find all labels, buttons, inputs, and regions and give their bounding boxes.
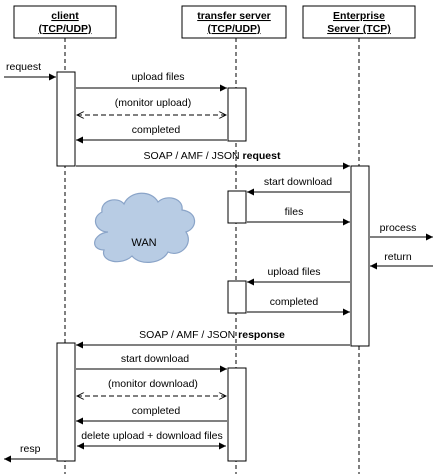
delete-files-label: delete upload + download files — [81, 430, 223, 442]
transfer-server-header-box — [181, 5, 287, 39]
client-protocol: (TCP/UDP) — [38, 23, 91, 35]
message-return: return — [370, 251, 433, 270]
message-start-download-2: start download — [76, 353, 227, 373]
files-label: files — [285, 206, 304, 218]
participant-transfer-server: transfer server (TCP/UDP) — [181, 5, 287, 39]
transfer-server-title: transfer server — [197, 10, 271, 22]
transfer-activation-2 — [227, 190, 247, 224]
completed-1-label: completed — [132, 124, 181, 136]
completed-3-label: completed — [132, 405, 181, 417]
message-start-download-1: start download — [247, 176, 350, 196]
participant-client: client (TCP/UDP) — [13, 5, 117, 39]
message-upload-files: upload files — [76, 71, 227, 92]
transfer-activation-1 — [227, 87, 247, 142]
message-files: files — [247, 206, 350, 226]
transfer-server-protocol: (TCP/UDP) — [207, 23, 260, 35]
enterprise-server-protocol: Server (TCP) — [327, 23, 391, 35]
message-monitor-upload: (monitor upload) — [77, 97, 226, 115]
soap-request-keyword: request — [243, 150, 281, 162]
monitor-download-label: (monitor download) — [108, 378, 198, 390]
participant-enterprise-server: Enterprise Server (TCP) — [302, 5, 416, 39]
soap-request-prefix: SOAP / AMF / JSON — [144, 150, 243, 162]
message-request: request — [4, 61, 56, 81]
monitor-upload-label: (monitor upload) — [115, 97, 191, 109]
client-activation-2 — [56, 342, 76, 462]
message-upload-files-2: upload files — [247, 266, 350, 286]
upload-files-label: upload files — [131, 71, 184, 83]
message-soap-request: SOAP / AMF / JSON request — [76, 150, 350, 170]
request-label: request — [6, 61, 41, 73]
client-title: client — [51, 10, 79, 22]
message-completed-3: completed — [76, 405, 227, 425]
cloud-shape — [94, 192, 196, 263]
resp-label: resp — [20, 443, 41, 455]
message-monitor-download: (monitor download) — [77, 378, 226, 396]
message-resp: resp — [4, 443, 56, 463]
message-completed-2: completed — [247, 296, 350, 316]
transfer-activation-3 — [227, 280, 247, 314]
soap-response-label: SOAP / AMF / JSON response — [139, 329, 285, 341]
enterprise-server-header-box — [302, 5, 416, 39]
process-label: process — [380, 222, 417, 234]
message-delete-files: delete upload + download files — [77, 430, 226, 450]
start-download-1-label: start download — [264, 176, 332, 188]
wan-label: WAN — [131, 237, 156, 249]
message-process: process — [370, 222, 433, 241]
enterprise-server-title: Enterprise — [333, 10, 385, 22]
transfer-activation-4 — [227, 367, 247, 462]
soap-response-keyword: response — [238, 329, 285, 341]
enterprise-activation-1 — [350, 165, 370, 347]
message-completed-1: completed — [76, 124, 227, 144]
soap-request-label: SOAP / AMF / JSON request — [144, 150, 281, 162]
completed-2-label: completed — [270, 296, 319, 308]
return-label: return — [384, 251, 412, 263]
upload-files-2-label: upload files — [267, 266, 320, 278]
message-soap-response: SOAP / AMF / JSON response — [76, 329, 350, 349]
client-header-box — [13, 5, 117, 39]
soap-response-prefix: SOAP / AMF / JSON — [139, 329, 238, 341]
wan-cloud: WAN — [94, 192, 196, 263]
start-download-2-label: start download — [121, 353, 189, 365]
client-activation-1 — [56, 71, 76, 167]
